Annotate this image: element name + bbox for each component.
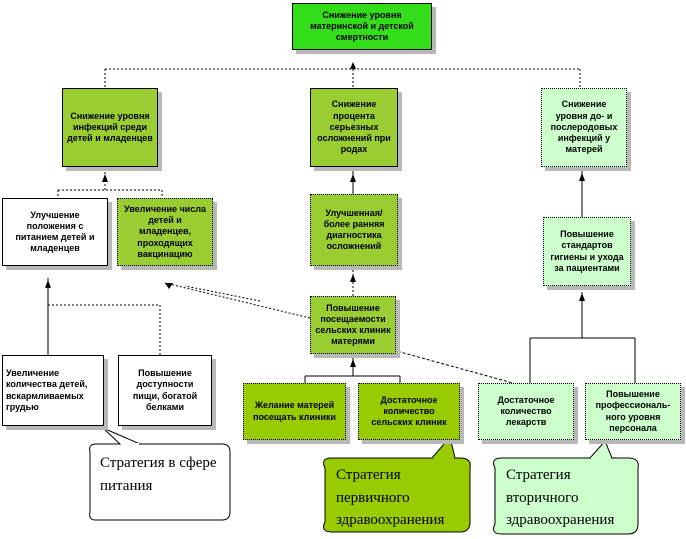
callout-nutrition-strategy: Стратегия в сфере питания: [100, 455, 217, 494]
node-staff-level: Повышение профессиональ-ного уровня перс…: [585, 383, 681, 440]
node-food-access: Повышение доступности пищи, богатой белк…: [118, 355, 212, 426]
node-reduce-mortality: Снижение уровня материнской и детской см…: [292, 3, 432, 50]
callout-secondary-strategy: Стратегия вторичного здравоохранения: [506, 467, 615, 528]
node-enough-clinics: Достаточное количество сельских клиник: [358, 383, 460, 440]
node-reduce-child-infections: Снижение уровня инфекций среди детей и м…: [62, 88, 158, 167]
node-breastfeeding: Увеличение количества детей, вскармливае…: [2, 355, 104, 426]
node-hygiene-standards: Повышение стандартов гигиены и ухода за …: [543, 217, 631, 286]
node-reduce-birth-complications: Снижение процента серьезных осложнений п…: [310, 88, 398, 167]
node-clinic-attendance: Повышение посещаемости сельских клиник м…: [310, 296, 396, 354]
node-mothers-desire: Желание матерей посещать клиники: [243, 383, 346, 440]
node-enough-medicine: Достаточное количество лекарств: [478, 383, 574, 440]
callout-primary-strategy: Стратегия первичного здравоохранения: [336, 467, 445, 528]
node-diagnostics: Улучшенная/ более ранняя диагностика осл…: [310, 194, 398, 266]
node-nutrition-status: Улучшение положения с питанием детей и м…: [2, 198, 108, 266]
node-reduce-postpartum-infections: Снижение уровня до- и послеродовых инфек…: [541, 88, 627, 167]
node-vaccination: Увеличение числа детей и младенцев, прох…: [117, 198, 213, 266]
